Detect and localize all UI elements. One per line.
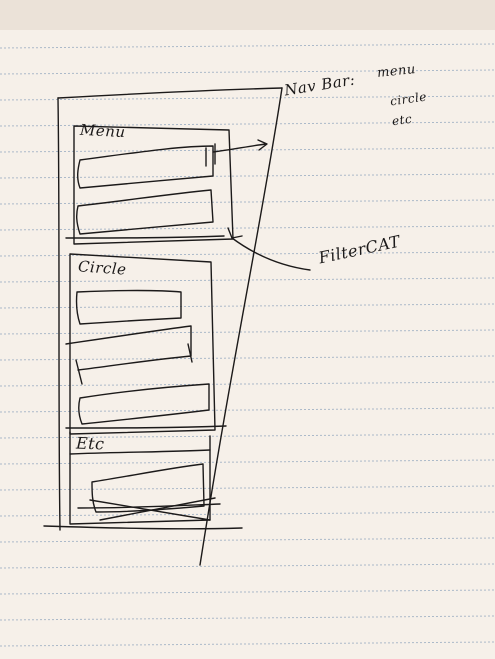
filter-arrowhead (227, 227, 243, 239)
circle-item-2-box (65, 325, 192, 371)
etc-section-label: Etc (75, 433, 105, 454)
menu-section-label: Menu (79, 120, 127, 142)
navbar-annotation-item-etc: etc (391, 111, 414, 129)
phone-left-edge (57, 97, 61, 531)
menu-underline (65, 235, 225, 239)
etc-extra-line (77, 503, 221, 509)
filter-arrow-line (231, 237, 311, 271)
phone-top-edge (57, 87, 283, 99)
navbar-arrowhead (257, 139, 268, 151)
menu-item-1-detail (205, 143, 216, 167)
etc-header-line (69, 449, 211, 455)
circle-section-box (69, 253, 216, 435)
ruled-lines (0, 43, 495, 647)
phone-bottom-line (43, 525, 243, 530)
circle-underline (65, 425, 227, 429)
phone-right-edge (199, 87, 283, 566)
etc-item-cross (89, 497, 216, 521)
menu-item-1-box (77, 145, 214, 189)
etc-item-box (91, 463, 205, 513)
etc-section-box (69, 431, 211, 525)
circle-item-3-box (77, 383, 210, 425)
navbar-arrow-line (212, 143, 267, 153)
circle-item-2-detail (75, 343, 193, 385)
circle-item-1-box (75, 289, 182, 325)
paper-top-shadow (0, 0, 495, 30)
circle-section-label: Circle (77, 257, 128, 279)
menu-item-2-box (75, 189, 214, 235)
